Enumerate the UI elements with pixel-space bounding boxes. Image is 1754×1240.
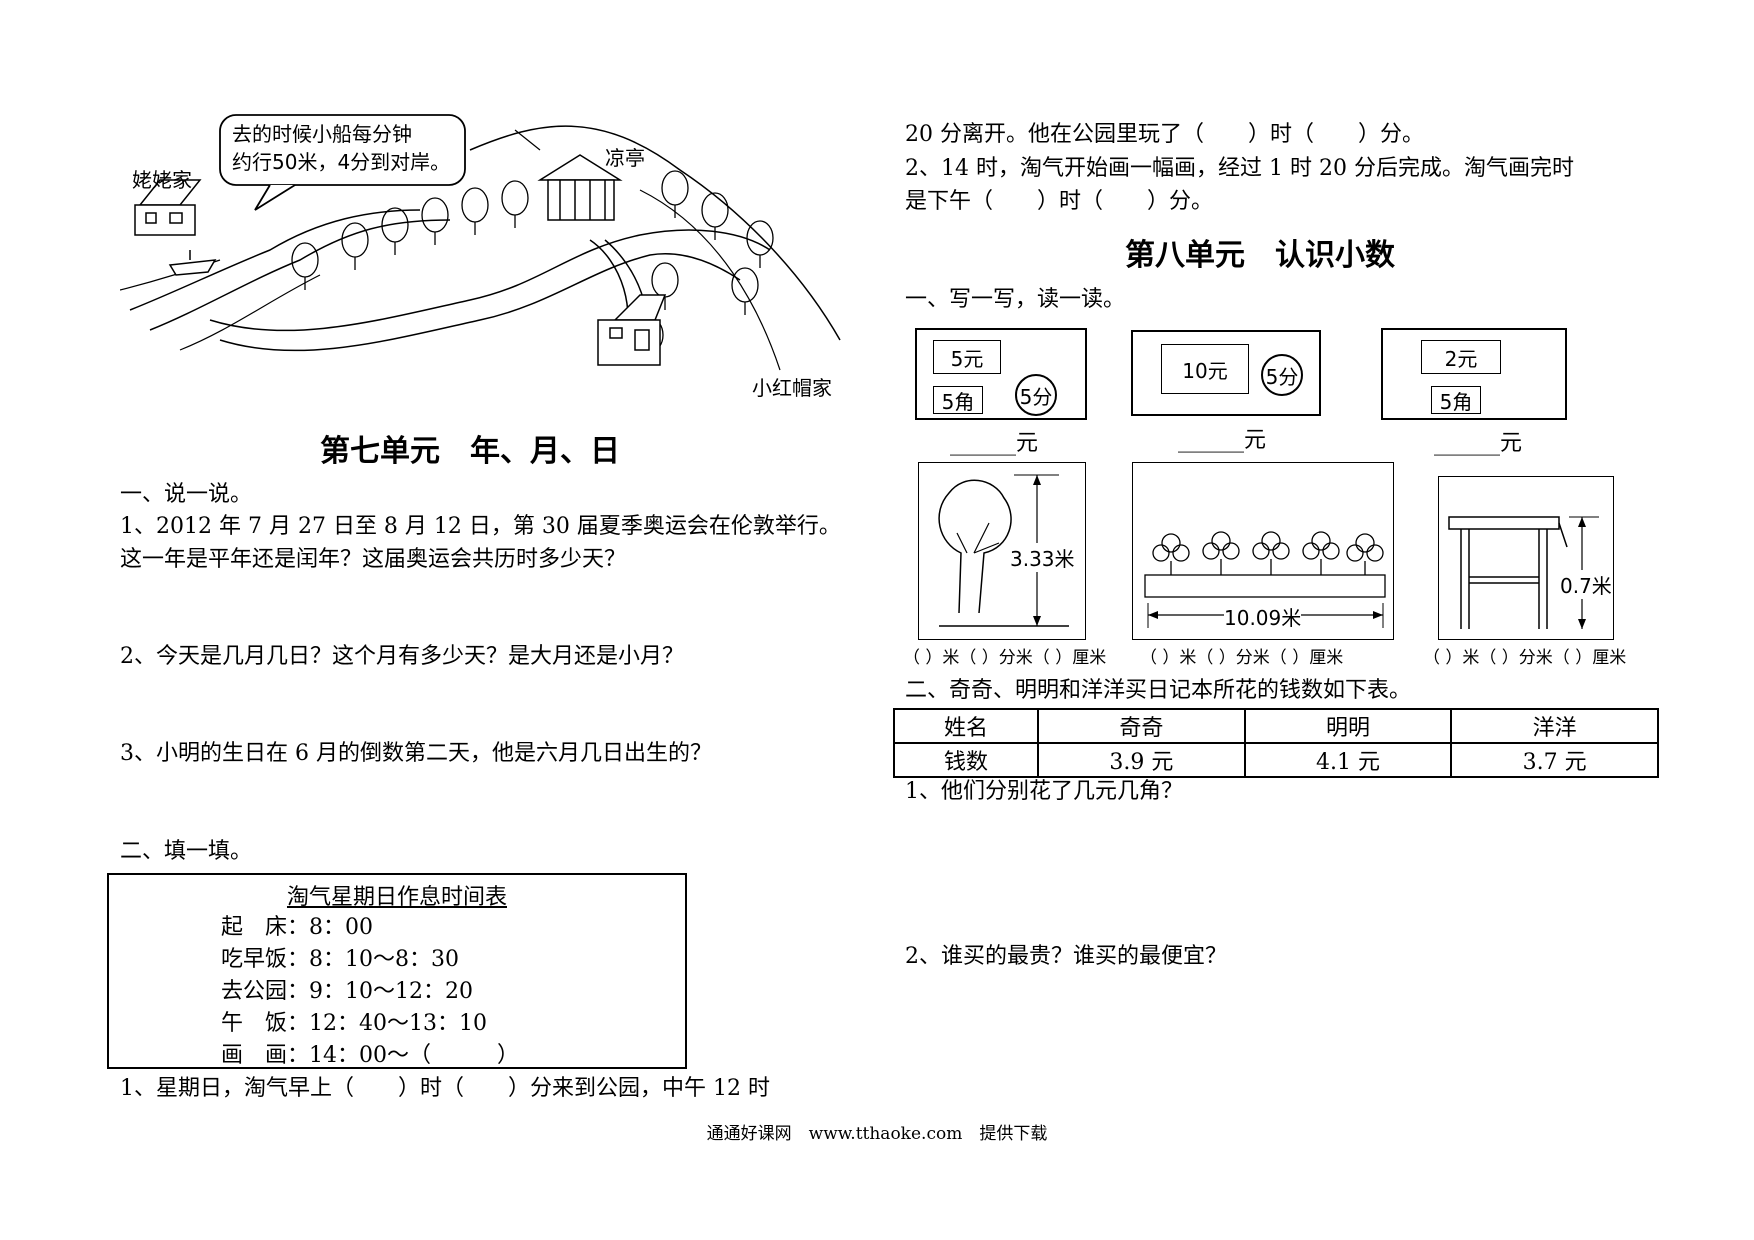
unit7-q3: 3、小明的生日在 6 月的倒数第二天，他是六月几日出生的？ [120, 741, 712, 766]
unit8-title: 第八单元 认识小数 [1125, 238, 1395, 273]
note-2-yuan: 2元 [1421, 340, 1501, 374]
table-header-yangyang: 洋洋 [1450, 708, 1659, 744]
table-header-mingming: 明明 [1243, 708, 1453, 744]
table-cell-yangyang: 3.7 元 [1450, 742, 1659, 778]
unit8-q2: 2、谁买的最贵？谁买的最便宜？ [905, 944, 1227, 969]
schedule-title: 淘气星期日作息时间表 [286, 885, 507, 910]
spending-table: 姓名 奇奇 明明 洋洋 钱数 3.9 元 4.1 元 3.7 元 [892, 708, 1659, 778]
coin-5-fen: 5分 [1015, 374, 1057, 416]
schedule-line-lunch: 午 饭：12：40～13：10 [221, 1011, 487, 1036]
table-row: 姓名 奇奇 明明 洋洋 [892, 708, 1659, 744]
label-grandma-home: 姥姥家 [132, 168, 192, 192]
measure-value-tree: 3.33米 [1010, 543, 1075, 572]
money-box-1: 5元 5角 5分 [915, 328, 1087, 420]
measure-value-stool: 0.7米 [1560, 570, 1612, 599]
money-box-2: 10元 5分 [1131, 330, 1321, 416]
schedule-line-draw: 画 画：14：00～（ ） [221, 1043, 519, 1068]
label-red-hood-home: 小红帽家 [752, 376, 832, 400]
table-cell-qiqi: 3.9 元 [1037, 742, 1246, 778]
flower-planter-drawing [1144, 531, 1386, 628]
note-5-jiao: 5角 [1431, 386, 1481, 414]
label-pavilion: 凉亭 [605, 146, 645, 170]
schedule-box: 淘气星期日作息时间表 起 床：8：00 吃早饭：8：10～8：30 去公园：9：… [107, 873, 687, 1069]
coin-5-fen: 5分 [1261, 354, 1303, 396]
stool-drawing [1448, 516, 1599, 629]
unit7-title: 第七单元 年、月、日 [320, 434, 620, 469]
schedule-line-wake: 起 床：8：00 [221, 915, 373, 940]
measure-box-flowers [1132, 462, 1394, 640]
note-5-jiao: 5角 [933, 386, 983, 414]
fill-q2-line2: 是下午（ ）时（ ）分。 [905, 189, 1214, 214]
unit7-q1-line2: 这一年是平年还是闰年？这届奥运会共历时多少天？ [120, 547, 627, 572]
measure-blank-tree: （ ）米（ ）分米（ ）厘米 [903, 648, 1107, 668]
schedule-line-breakfast: 吃早饭：8：10～8：30 [221, 947, 459, 972]
money-answer-1: ______元 [950, 431, 1039, 456]
schedule-line-park: 去公园：9：10～12：20 [221, 979, 473, 1004]
fill-q2-line1: 2、14 时，淘气开始画一幅画，经过 1 时 20 分后完成。淘气画完时 [905, 156, 1574, 181]
speech-bubble-text: 去的时候小船每分钟 约行50米，4分到对岸。 [232, 120, 450, 176]
note-10-yuan: 10元 [1161, 344, 1249, 394]
measure-blank-stool: （ ）米（ ）分米（ ）厘米 [1423, 648, 1627, 668]
note-5-yuan: 5元 [933, 340, 1001, 374]
measure-blank-flowers: （ ）米（ ）分米（ ）厘米 [1140, 648, 1344, 668]
table-cell-mingming: 4.1 元 [1243, 742, 1453, 778]
measure-value-flowers: 10.09米 [1224, 602, 1302, 631]
table-row: 钱数 3.9 元 4.1 元 3.7 元 [892, 742, 1659, 778]
footer-source: 通通好课网 www.tthaoke.com 提供下载 [706, 1124, 1048, 1144]
fill-q1-line2: 20 分离开。他在公园里玩了（ ）时（ ）分。 [905, 122, 1424, 147]
unit8-section2: 二、奇奇、明明和洋洋买日记本所花的钱数如下表。 [905, 678, 1412, 703]
fill-q1-line1: 1、星期日，淘气早上（ ）时（ ）分来到公园，中午 12 时 [120, 1076, 770, 1101]
unit7-q1-line1: 1、2012 年 7 月 27 日至 8 月 12 日，第 30 届夏季奥运会在… [120, 514, 841, 539]
measure-box-stool [1438, 476, 1614, 640]
speech-line-1: 去的时候小船每分钟 [232, 122, 412, 146]
money-answer-3: ______元 [1434, 431, 1523, 456]
table-header-qiqi: 奇奇 [1037, 708, 1246, 744]
money-box-3: 2元 5角 [1381, 328, 1567, 420]
map-illustration [120, 114, 841, 371]
money-answer-2: ______元 [1178, 428, 1267, 453]
table-header-name: 姓名 [892, 708, 1040, 744]
unit7-q2: 2、今天是几月几日？这个月有多少天？是大月还是小月？ [120, 644, 684, 669]
speech-line-2: 约行50米，4分到对岸。 [232, 150, 451, 174]
unit8-q1: 1、他们分别花了几元几角？ [905, 779, 1183, 804]
unit7-section2: 二、填一填。 [120, 839, 253, 864]
table-cell-label: 钱数 [892, 742, 1040, 778]
unit7-section1: 一、说一说。 [120, 482, 253, 507]
unit8-section1: 一、写一写，读一读。 [905, 287, 1126, 312]
